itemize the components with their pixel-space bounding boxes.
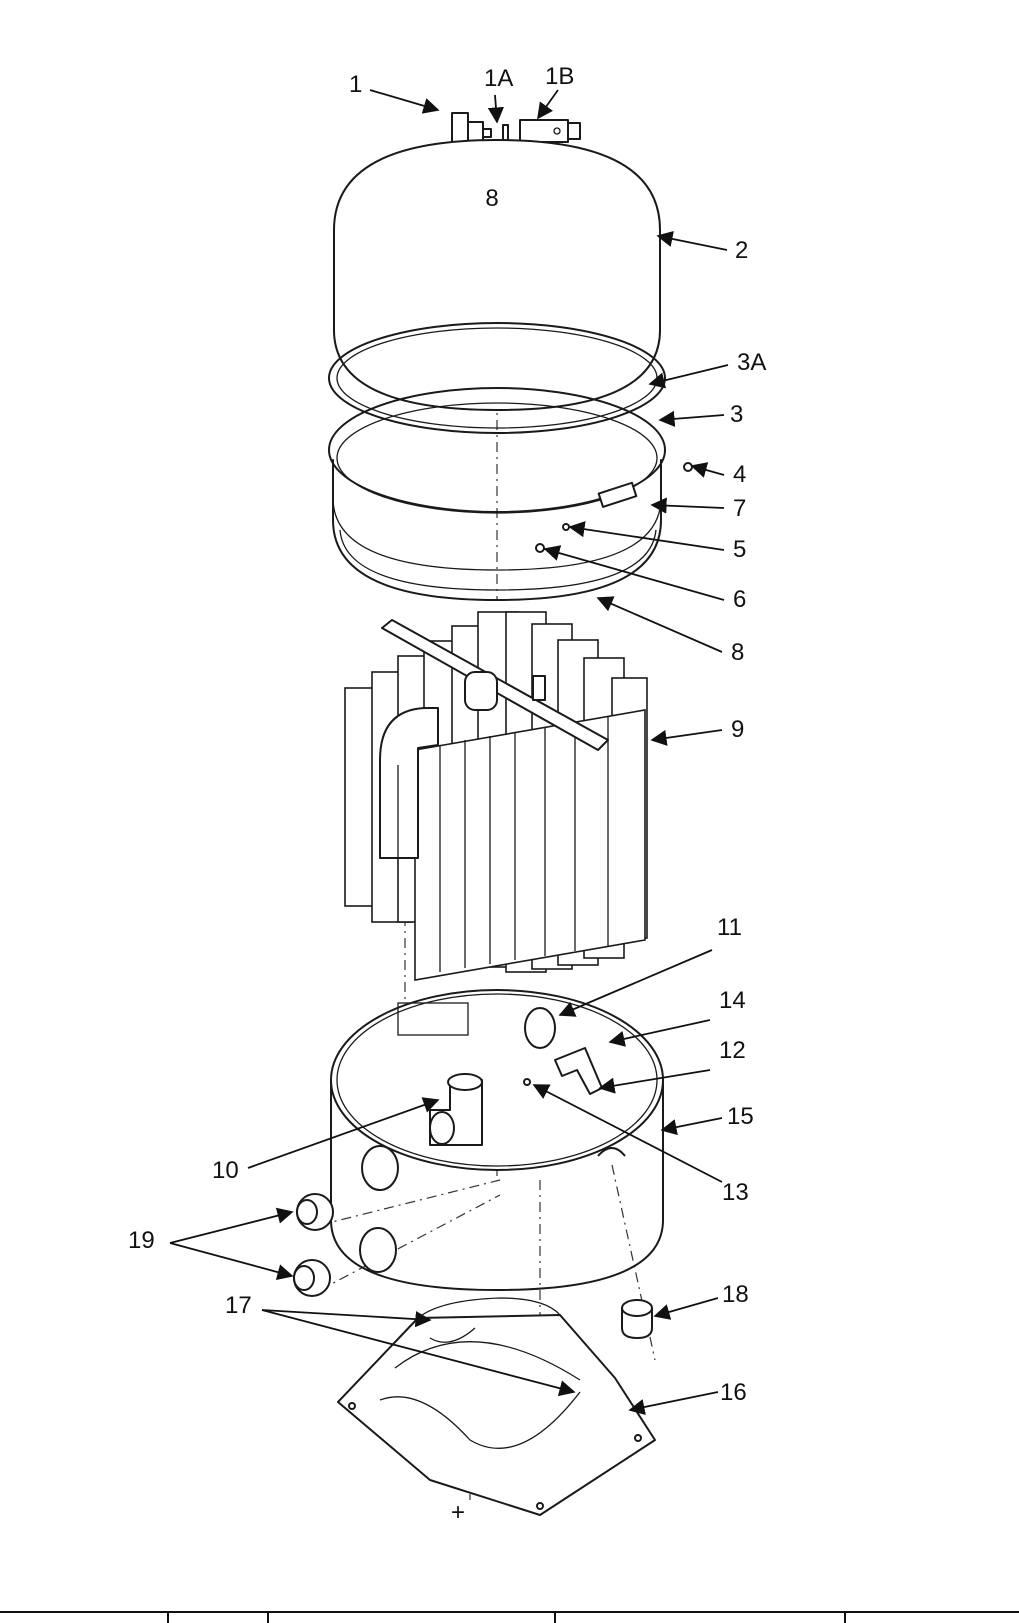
- callout-12: 12: [719, 1037, 746, 1064]
- bottom-table-rule: [0, 1611, 1019, 1623]
- callout-8: 8: [731, 639, 744, 666]
- callout-10: 10: [212, 1157, 239, 1184]
- callout-labels: 1 1A 1B 2 3A 3 4 7 5 6 8 9 11 14 12 15 1…: [128, 63, 766, 1406]
- callout-4: 4: [733, 461, 746, 488]
- filter-element: [344, 611, 648, 981]
- callout-17: 17: [225, 1292, 252, 1319]
- callout-2: 2: [735, 237, 748, 264]
- callout-19: 19: [128, 1227, 155, 1254]
- callout-3a: 3A: [737, 349, 766, 376]
- callout-1a: 1A: [484, 65, 513, 92]
- callout-14: 14: [719, 987, 746, 1014]
- callout-1b: 1B: [545, 63, 574, 90]
- lid-mark: 8: [485, 185, 498, 212]
- callout-18: 18: [722, 1281, 749, 1308]
- callout-5: 5: [733, 536, 746, 563]
- tank-base: +: [337, 1297, 656, 1526]
- callout-13: 13: [722, 1179, 749, 1206]
- callout-6: 6: [733, 586, 746, 613]
- callout-16: 16: [720, 1379, 747, 1406]
- leader-lines: [169, 89, 729, 1416]
- callout-15: 15: [727, 1103, 754, 1130]
- callout-3: 3: [730, 401, 743, 428]
- clamp-ring: [328, 387, 693, 601]
- bushing: [621, 1299, 653, 1339]
- callout-11: 11: [717, 914, 742, 941]
- callout-9: 9: [731, 716, 744, 743]
- base-foot-mark: +: [451, 1499, 465, 1526]
- callout-7: 7: [733, 495, 746, 522]
- drain-plugs: [293, 1193, 334, 1297]
- tank-lid: 8: [333, 139, 661, 411]
- callout-1: 1: [349, 71, 362, 98]
- tank-bottom: [330, 989, 664, 1291]
